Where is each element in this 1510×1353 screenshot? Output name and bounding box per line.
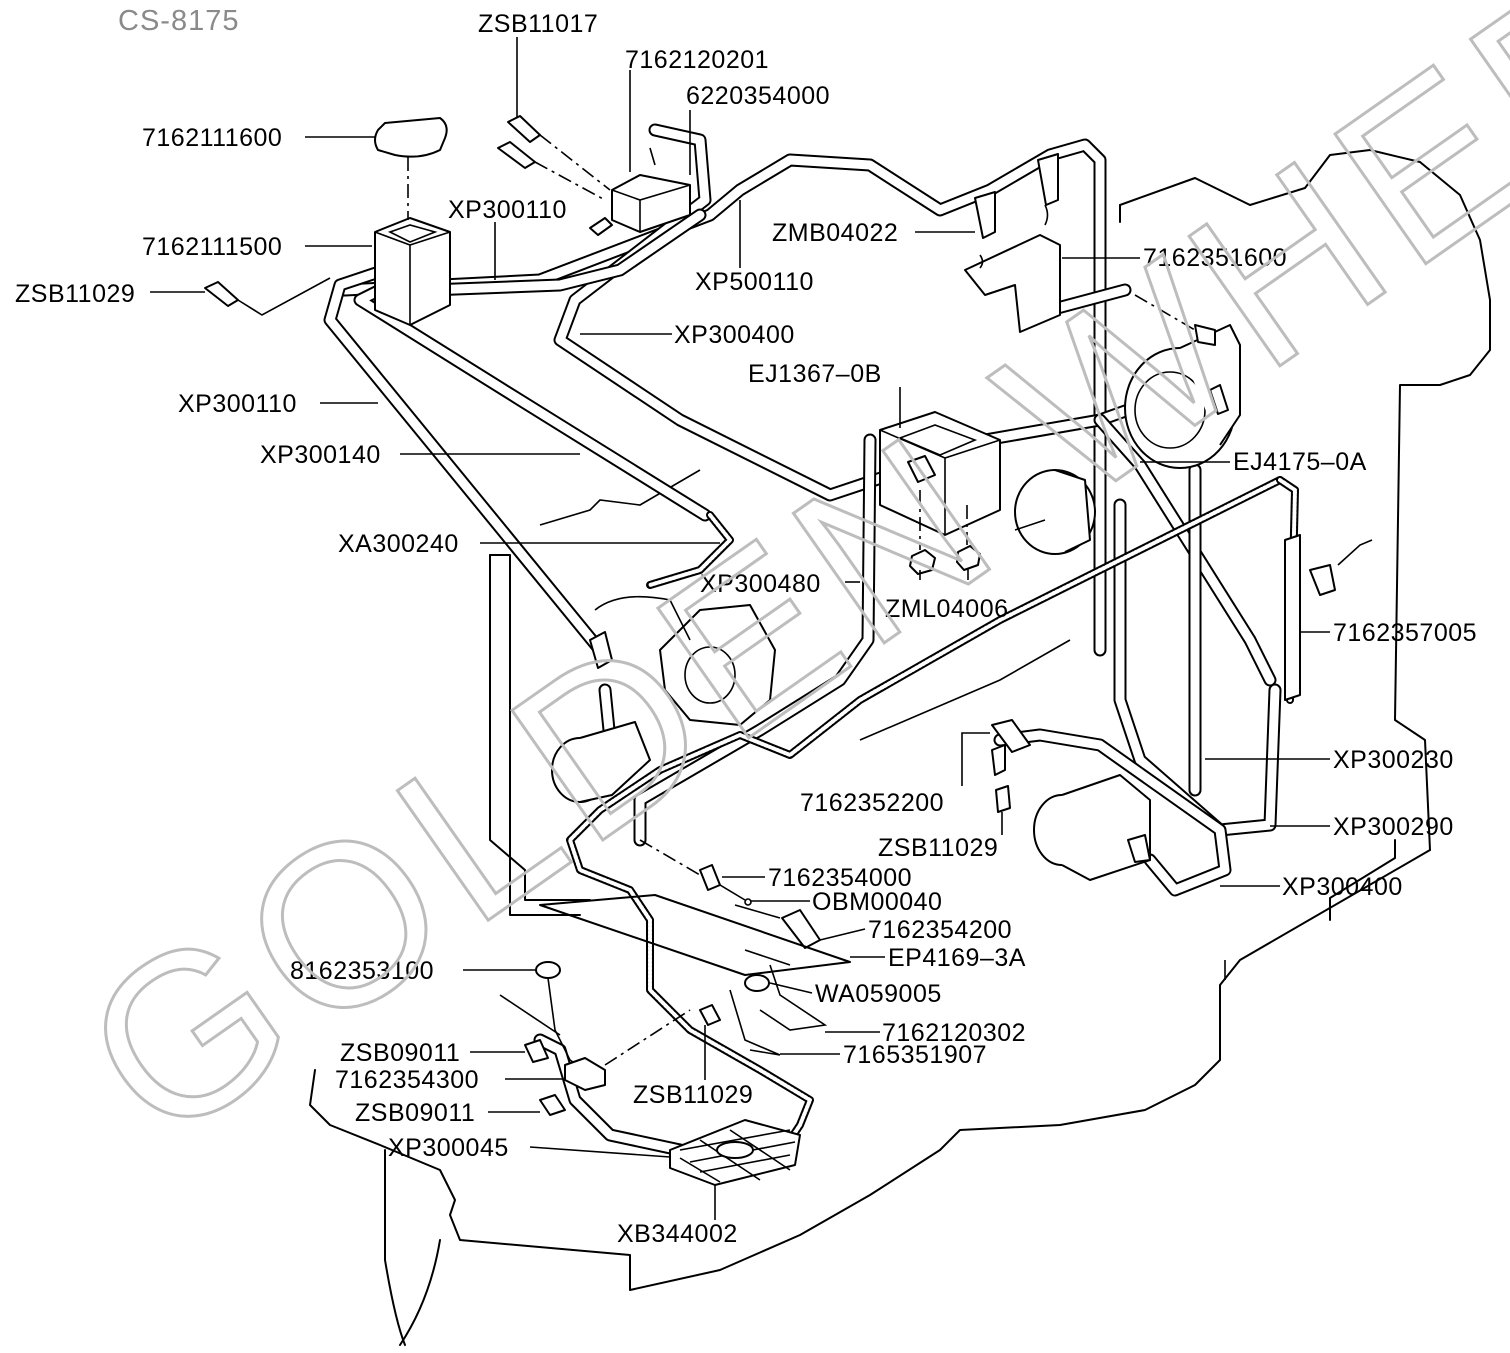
- label-zmb04022: ZMB04022: [772, 219, 898, 247]
- label-obm00040: OBM00040: [812, 888, 942, 916]
- components: [204, 115, 1373, 1186]
- leader-lines: [150, 37, 1330, 1220]
- label-xb344002: XB344002: [617, 1220, 738, 1248]
- label-7162120201: 7162120201: [625, 46, 769, 74]
- label-7162111500: 7162111500: [142, 233, 282, 261]
- label-xp300400-bottom: XP300400: [1282, 873, 1403, 901]
- label-xa300240: XA300240: [338, 530, 459, 558]
- label-xp300400-top: XP300400: [674, 321, 795, 349]
- nut-zml04006-a: [909, 549, 936, 575]
- box-7162111500: [374, 217, 451, 326]
- label-xp300045: XP300045: [388, 1134, 509, 1162]
- bracket-7162351600: [964, 234, 1061, 333]
- clamp-7162354300: [564, 1057, 606, 1091]
- label-xp300110-top: XP300110: [448, 196, 567, 224]
- pulley: [659, 604, 776, 726]
- label-7162352200: 7162352200: [800, 789, 944, 817]
- label-7162120302: 7162120302: [882, 1019, 1026, 1047]
- label-ej1367: EJ1367–0B: [748, 360, 882, 388]
- label-zml04006: ZML04006: [885, 595, 1009, 623]
- label-wa059005: WA059005: [815, 980, 942, 1008]
- label-xp300230: XP300230: [1333, 746, 1454, 774]
- label-zsb09011-a: ZSB09011: [340, 1039, 460, 1067]
- label-7165351907: 7165351907: [843, 1041, 987, 1069]
- label-7162354000: 7162354000: [768, 864, 912, 892]
- label-7162354200: 7162354200: [868, 916, 1012, 944]
- screw-zsb11029: [204, 281, 239, 307]
- label-xp300290: XP300290: [1333, 813, 1454, 841]
- cap-7162111600: [374, 117, 448, 158]
- label-7162111600: 7162111600: [142, 124, 282, 152]
- label-zsb11017: ZSB11017: [478, 10, 598, 38]
- label-xp300480: XP300480: [700, 570, 821, 598]
- plate-ep4169: [539, 894, 851, 976]
- label-xp300140: XP300140: [260, 441, 381, 469]
- drawing-code: CS-8175: [118, 5, 239, 37]
- label-6220354000: 6220354000: [686, 82, 830, 110]
- ring-8162353100: [535, 961, 561, 979]
- washer-wa059005: [744, 974, 770, 992]
- clip-7162352200: [991, 719, 1031, 753]
- label-zsb11029-mid: ZSB11029: [878, 834, 998, 862]
- block-7162120201: [611, 174, 691, 233]
- label-zsb11029-bottom: ZSB11029: [633, 1081, 753, 1109]
- label-ep4169: EP4169–3A: [888, 944, 1026, 972]
- label-7162354300: 7162354300: [335, 1066, 479, 1094]
- label-zsb09011-b: ZSB09011: [355, 1099, 475, 1127]
- label-8162353100: 8162353100: [290, 957, 434, 985]
- tubing-network: [323, 123, 1282, 1157]
- nut-zml04006-b: [956, 545, 981, 571]
- label-xp300110-left: XP300110: [178, 390, 297, 418]
- label-zsb11029-left: ZSB11029: [15, 280, 135, 308]
- label-7162351600: 7162351600: [1143, 244, 1287, 272]
- machine-body-outline: [309, 149, 1491, 1346]
- fitting-7162354000: [699, 864, 721, 891]
- label-ej4175: EJ4175–0A: [1233, 448, 1367, 476]
- callout-labels: ZSB11017 7162120201 6220354000 716211160…: [15, 10, 1477, 1248]
- label-7162357005: 7162357005: [1333, 619, 1477, 647]
- label-xp500110: XP500110: [695, 268, 814, 296]
